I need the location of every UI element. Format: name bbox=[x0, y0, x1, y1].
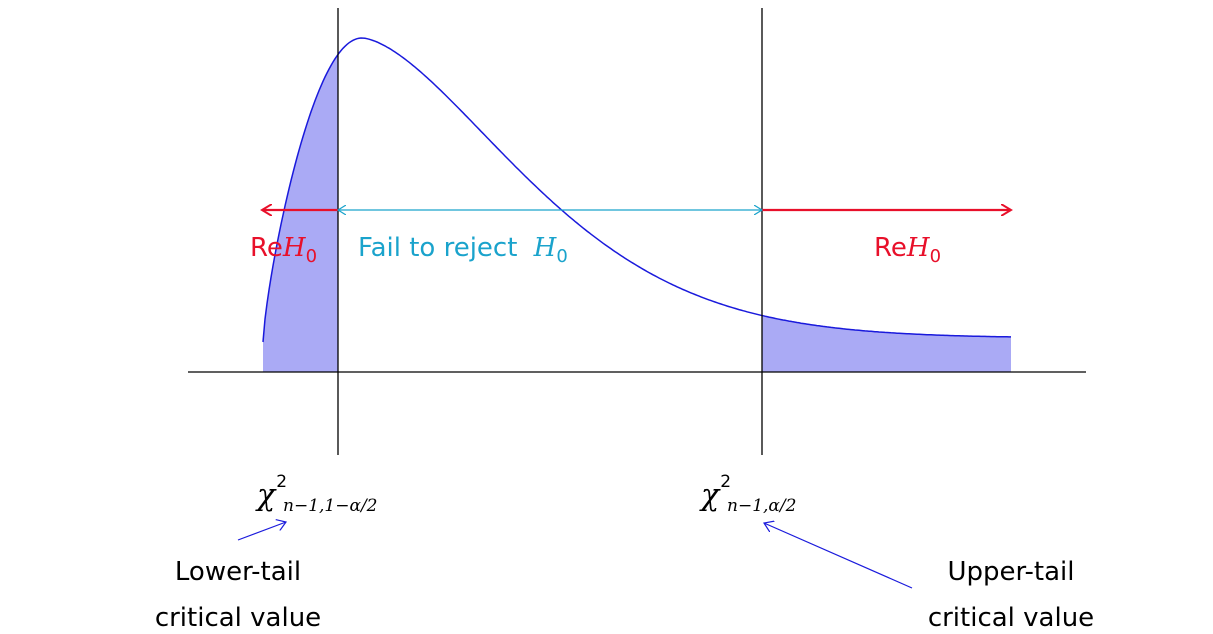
lower-rejection-region bbox=[263, 54, 338, 372]
lower-critical-symbol: χ 2 n−1,1−α/2 bbox=[255, 472, 378, 516]
reject-left-label: ReH0 bbox=[250, 233, 317, 267]
lower-note-line1: Lower-tail bbox=[175, 557, 301, 587]
upper-rejection-region bbox=[762, 315, 1011, 372]
lower-note-pointer bbox=[237, 522, 286, 541]
upper-note-line1: Upper-tail bbox=[947, 557, 1074, 587]
upper-note-pointer bbox=[764, 523, 913, 589]
density-curve bbox=[262, 37, 1011, 343]
fail-to-reject-label: Fail to reject H0 bbox=[358, 233, 568, 267]
reject-right-label: ReH0 bbox=[874, 233, 941, 267]
lower-note-line2: critical value bbox=[155, 603, 321, 633]
upper-note-line2: critical value bbox=[928, 603, 1094, 633]
upper-critical-symbol: χ 2 n−1,α/2 bbox=[699, 472, 796, 516]
